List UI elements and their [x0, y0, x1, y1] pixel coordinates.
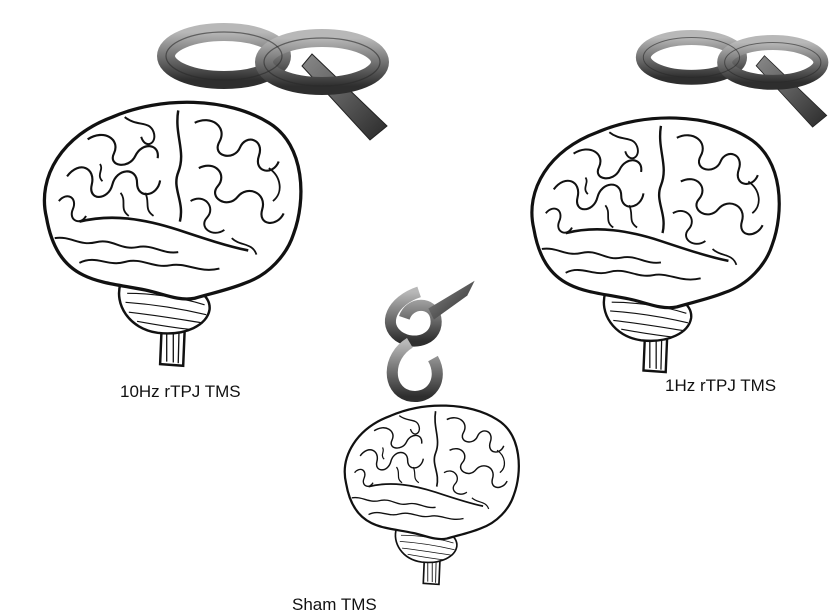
condition-label-1hz: 1Hz rTPJ TMS — [665, 376, 776, 396]
brain-illustration — [310, 400, 550, 590]
sham-tms-coil-icon — [378, 278, 488, 403]
panel-sham: Sham TMS — [300, 260, 560, 615]
condition-label-10hz: 10Hz rTPJ TMS — [120, 382, 241, 402]
condition-label-sham: Sham TMS — [292, 595, 377, 615]
brain-illustration — [0, 94, 340, 374]
